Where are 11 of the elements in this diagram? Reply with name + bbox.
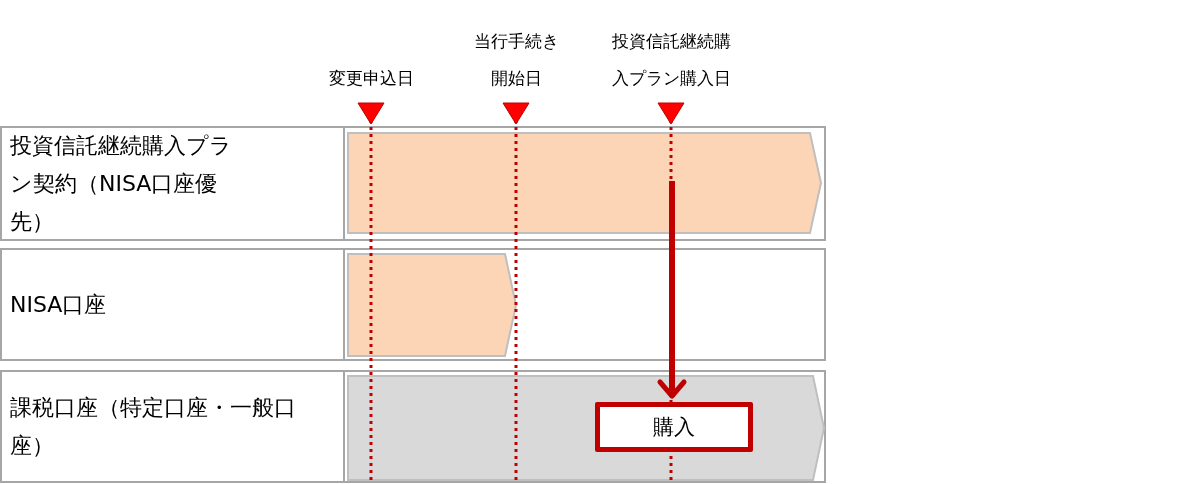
timeline-row (0, 370, 826, 483)
purchase-box: 購入 (595, 402, 753, 452)
row-label: 課税口座（特定口座・一般口座） (10, 393, 297, 460)
timeline-row (0, 248, 826, 361)
arrow (657, 181, 687, 399)
date-label: 投資信託継続購入プラン購入日 (610, 30, 732, 90)
date-label: 当行手続き開始日 (472, 30, 560, 90)
row-label: 投資信託継続購入プラン契約（NISA口座優先） (10, 131, 233, 236)
date-label: 変更申込日 (327, 67, 415, 90)
timeline-row (0, 126, 826, 241)
row-label: NISA口座 (10, 290, 107, 319)
